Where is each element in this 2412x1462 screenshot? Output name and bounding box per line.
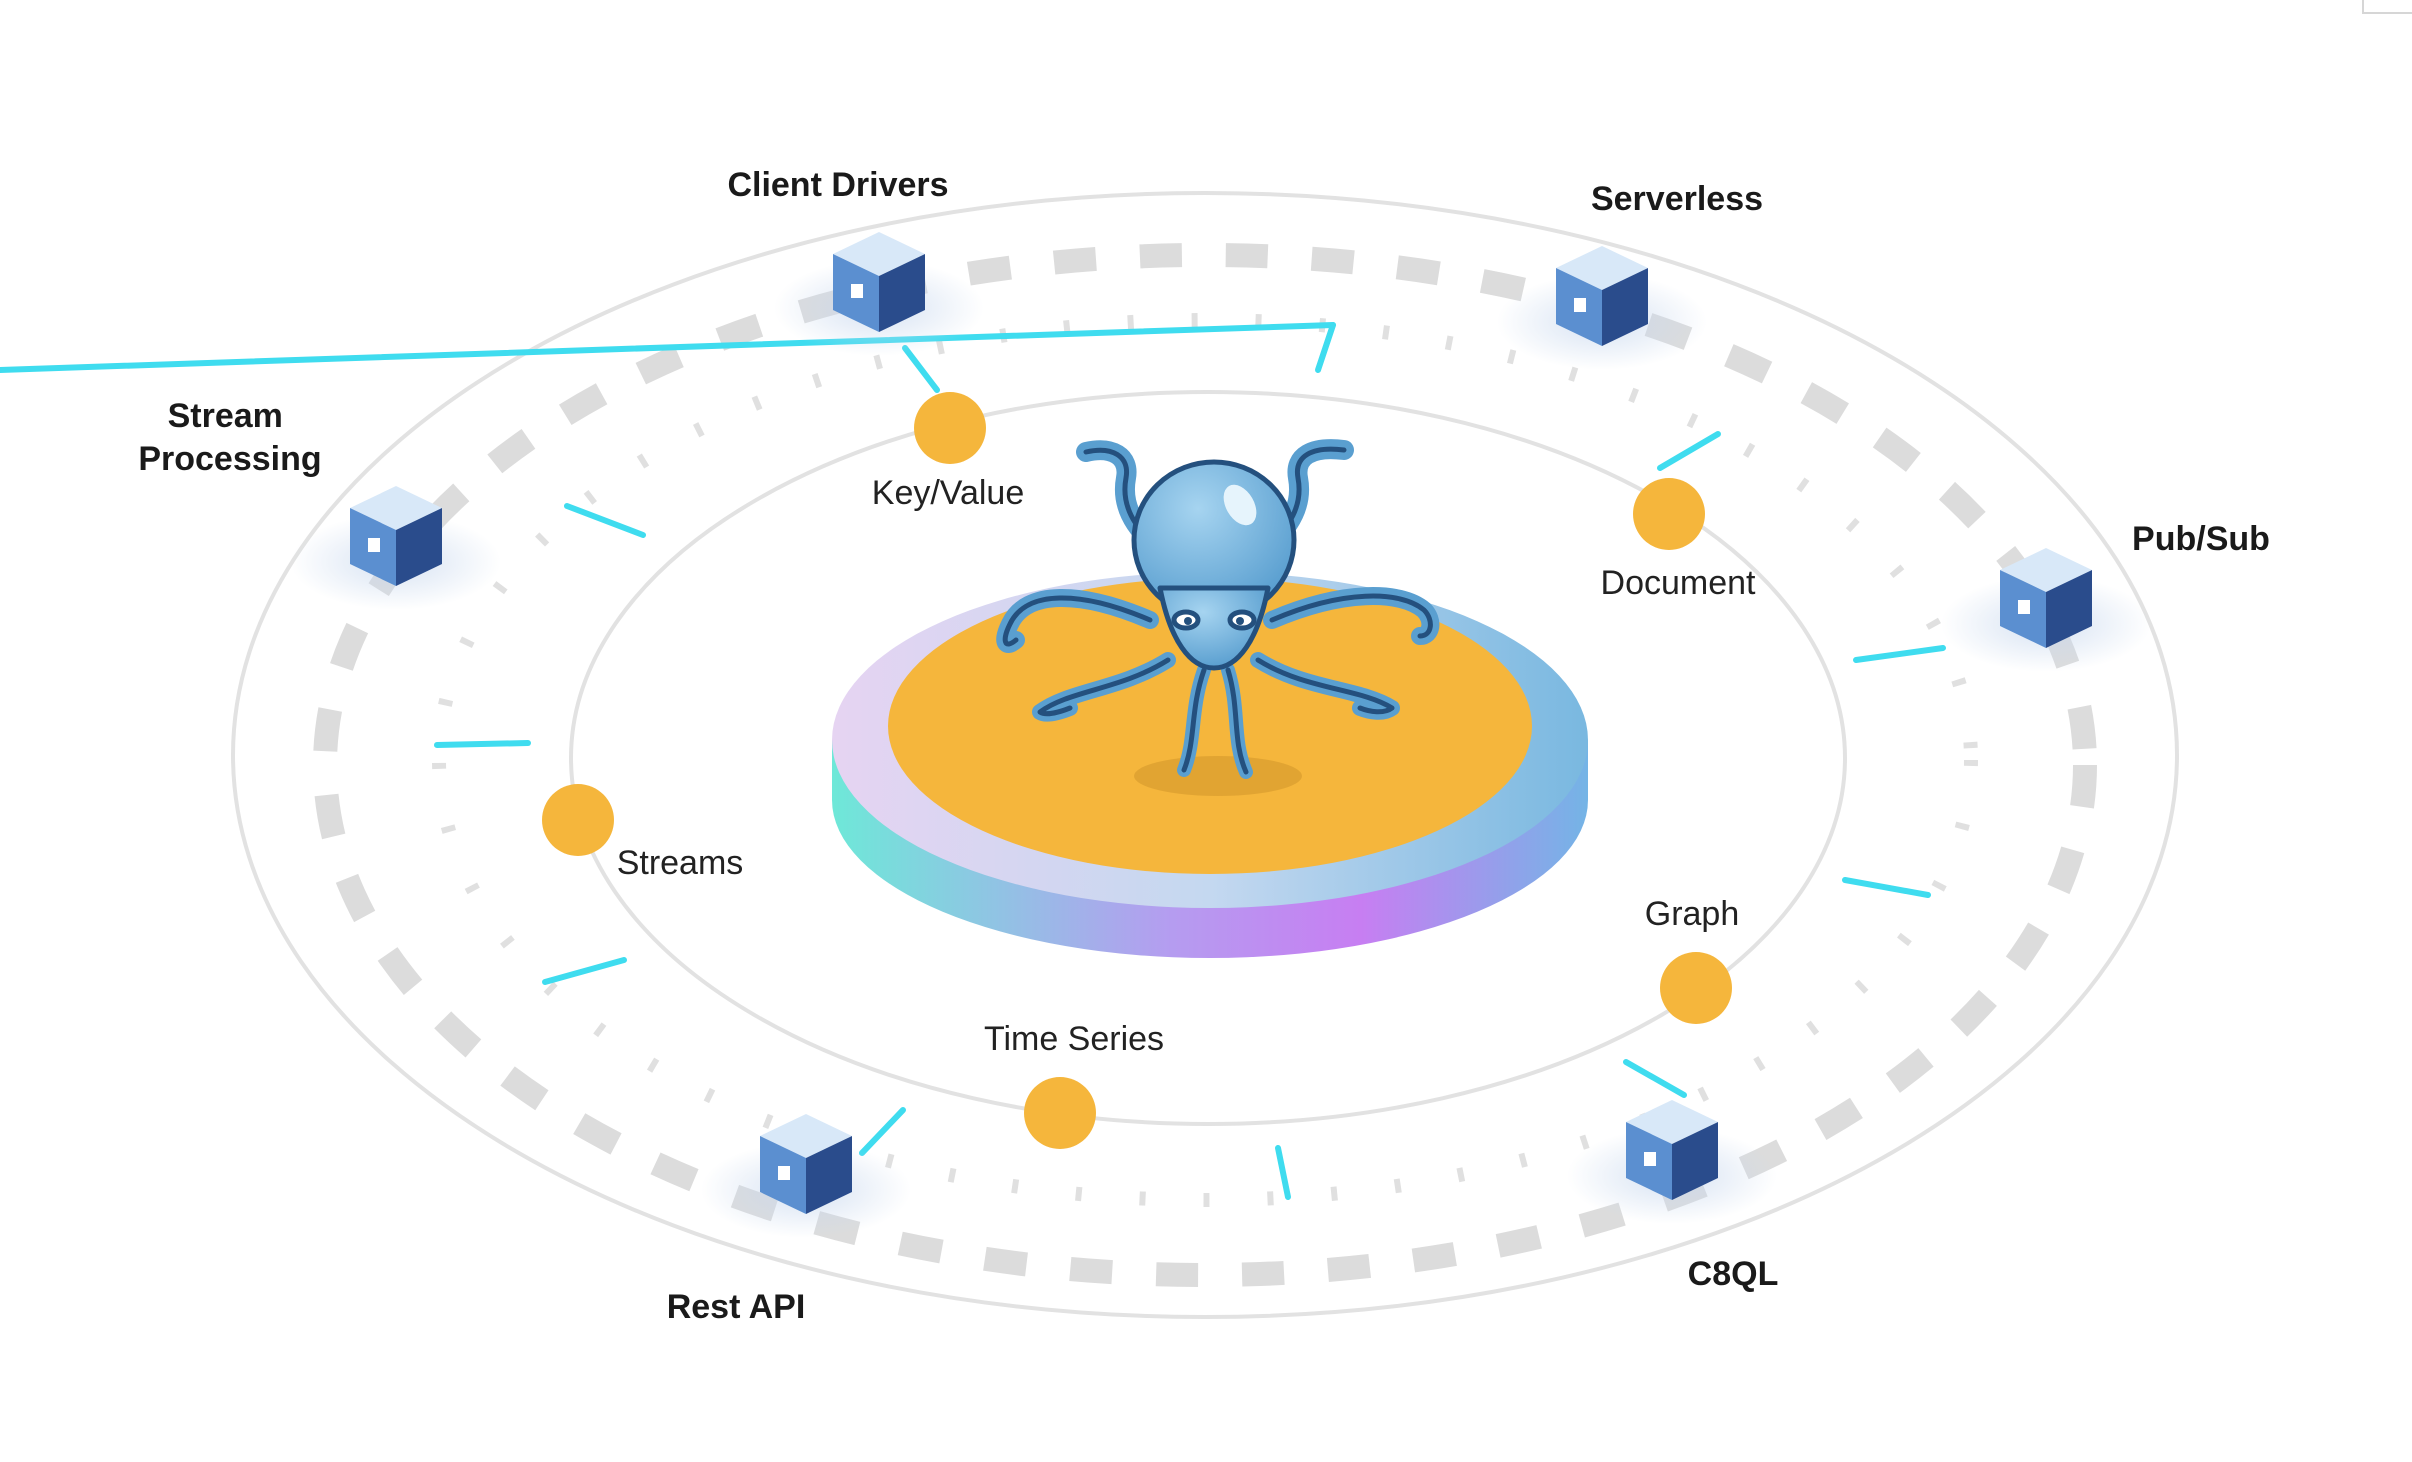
data-model-label-document: Document	[1601, 564, 1757, 602]
corner-frame-edge	[2362, 0, 2412, 14]
accent-tick	[1623, 1059, 1687, 1098]
data-model-node	[1660, 952, 1732, 1024]
accent-tick	[1853, 645, 1946, 663]
service-label-client-drivers: Client Drivers	[727, 166, 948, 204]
accent-tick	[1275, 1145, 1291, 1200]
service-label-rest-api: Rest API	[667, 1288, 806, 1326]
data-model-node	[1633, 478, 1705, 550]
inner-ring	[569, 390, 1847, 1126]
data-model-label-graph: Graph	[1645, 895, 1740, 933]
cube-icon	[1941, 548, 2151, 672]
cube-icon	[291, 486, 501, 610]
service-label-c8ql: C8QL	[1688, 1255, 1779, 1293]
data-model-node	[914, 392, 986, 464]
outer-dashed-ring	[313, 243, 2097, 1287]
accent-tick	[434, 740, 531, 748]
octopus-icon	[996, 439, 1440, 779]
data-model-nodes	[542, 392, 1732, 1149]
accent-tick	[1842, 877, 1931, 898]
outer-ring	[231, 191, 2179, 1319]
data-model-label-key-value: Key/Value	[872, 474, 1024, 512]
accent-ticks	[0, 322, 1946, 1200]
service-label-pub-sub: Pub/Sub	[2132, 520, 2270, 558]
data-model-node	[1024, 1077, 1096, 1149]
accent-tick	[1315, 322, 1336, 373]
service-cubes	[291, 232, 2151, 1238]
accent-tick	[1657, 431, 1721, 471]
cube-icon	[774, 232, 984, 356]
data-model-labels: Key/Value Document Graph Time Series Str…	[617, 474, 1756, 1058]
accent-tick	[902, 345, 940, 393]
data-model-label-streams: Streams	[617, 844, 744, 882]
service-label-stream-processing: Stream Processing	[138, 397, 321, 478]
accent-tick	[542, 957, 627, 985]
central-platform	[832, 572, 1588, 958]
cube-icon	[701, 1114, 911, 1238]
data-model-node	[542, 784, 614, 856]
accent-tick	[859, 1107, 906, 1156]
data-model-label-time-series: Time Series	[984, 1020, 1164, 1058]
accent-tick	[564, 503, 646, 538]
cube-icon	[1497, 246, 1707, 370]
cube-icon	[1567, 1100, 1777, 1224]
accent-tick	[0, 322, 1336, 373]
service-labels: Client Drivers Serverless Pub/Sub C8QL R…	[138, 166, 2270, 1326]
mid-tick-ring	[432, 313, 1978, 1207]
service-label-serverless: Serverless	[1591, 180, 1763, 218]
